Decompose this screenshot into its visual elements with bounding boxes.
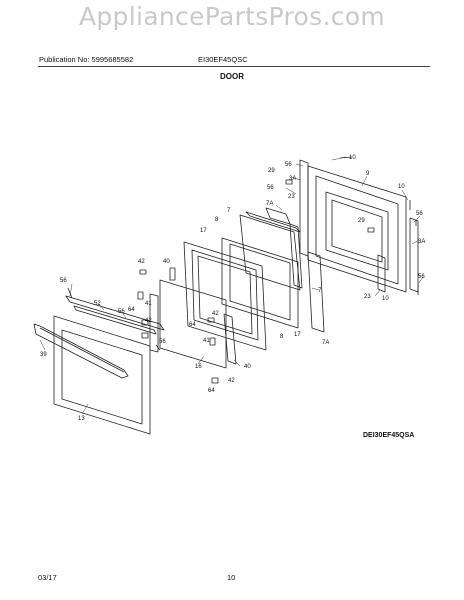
publication-number: Publication No: 5995685582: [39, 55, 134, 64]
screws: [67, 156, 419, 351]
callout-label: 10: [382, 296, 389, 302]
callout-label: 10: [349, 155, 356, 161]
callout-label: 56: [60, 278, 67, 284]
door-handle: [33, 323, 129, 379]
figure-code: DEI30EF45QSA: [363, 432, 415, 439]
callout-label: 41: [145, 301, 152, 307]
callout-label: 7: [227, 208, 231, 214]
inner-glass-panel: [159, 279, 227, 369]
leader-lines: [39, 156, 424, 415]
door-gasket: [239, 207, 325, 333]
callout-label: 17: [200, 228, 207, 234]
callout-label: 56: [267, 185, 274, 191]
door-top-trim: [65, 295, 165, 335]
callout-label: 7: [318, 288, 322, 294]
glass-brackets: [149, 293, 237, 365]
callout-label: 7A: [322, 340, 329, 346]
callout-label: 7A: [266, 201, 273, 207]
inner-door-liner: [307, 165, 407, 293]
callout-label: 42: [212, 311, 219, 317]
model-number: EI30EF45QSC: [198, 55, 248, 64]
callout-label: 29: [268, 168, 275, 174]
hardware-clips: [137, 179, 375, 384]
hinge-strip-right: [299, 159, 419, 293]
callout-label: 52: [94, 301, 101, 307]
callout-label: 40: [244, 364, 251, 370]
callout-label: 64: [189, 322, 196, 328]
outer-door-panel: [53, 315, 151, 435]
footer-date: 03/17: [38, 573, 57, 582]
header-rule: [38, 66, 430, 67]
callout-label: 13: [78, 416, 85, 422]
glass-pack-frame: [183, 241, 267, 351]
callout-label: 56: [285, 162, 292, 168]
page-number: 10: [227, 573, 236, 582]
callout-label: 8: [280, 334, 284, 340]
callout-label: 42: [145, 318, 152, 324]
callout-label: 9: [366, 171, 370, 177]
callout-label: 8: [215, 217, 219, 223]
callout-label: 3A: [289, 176, 296, 182]
callout-label: 56: [118, 309, 125, 315]
callout-label: 10: [398, 184, 405, 190]
callout-label: 29: [358, 218, 365, 224]
middle-door-frame: [221, 237, 299, 329]
callout-label: 56: [418, 274, 425, 280]
callout-label: 42: [228, 378, 235, 384]
callout-label: 41: [203, 338, 210, 344]
callout-label: 42: [138, 259, 145, 265]
callout-label: 56: [416, 211, 423, 217]
callout-label: 16: [195, 364, 202, 370]
callout-label: 3A: [418, 239, 425, 245]
callout-label: 56: [159, 339, 166, 345]
part-callouts: 10 56 3A 29 9 10 56 7A 7 23 29 56 3A 8 1…: [40, 155, 425, 422]
callout-label: 40: [163, 259, 170, 265]
callout-label: 23: [364, 294, 371, 300]
callout-label: 64: [208, 388, 215, 394]
callout-label: 23: [288, 194, 295, 200]
callout-label: 39: [40, 352, 47, 358]
callout-label: 17: [294, 332, 301, 338]
section-title: DOOR: [220, 72, 244, 81]
watermark: AppliancePartsPros.com: [78, 2, 386, 31]
callout-label: 64: [128, 307, 135, 313]
